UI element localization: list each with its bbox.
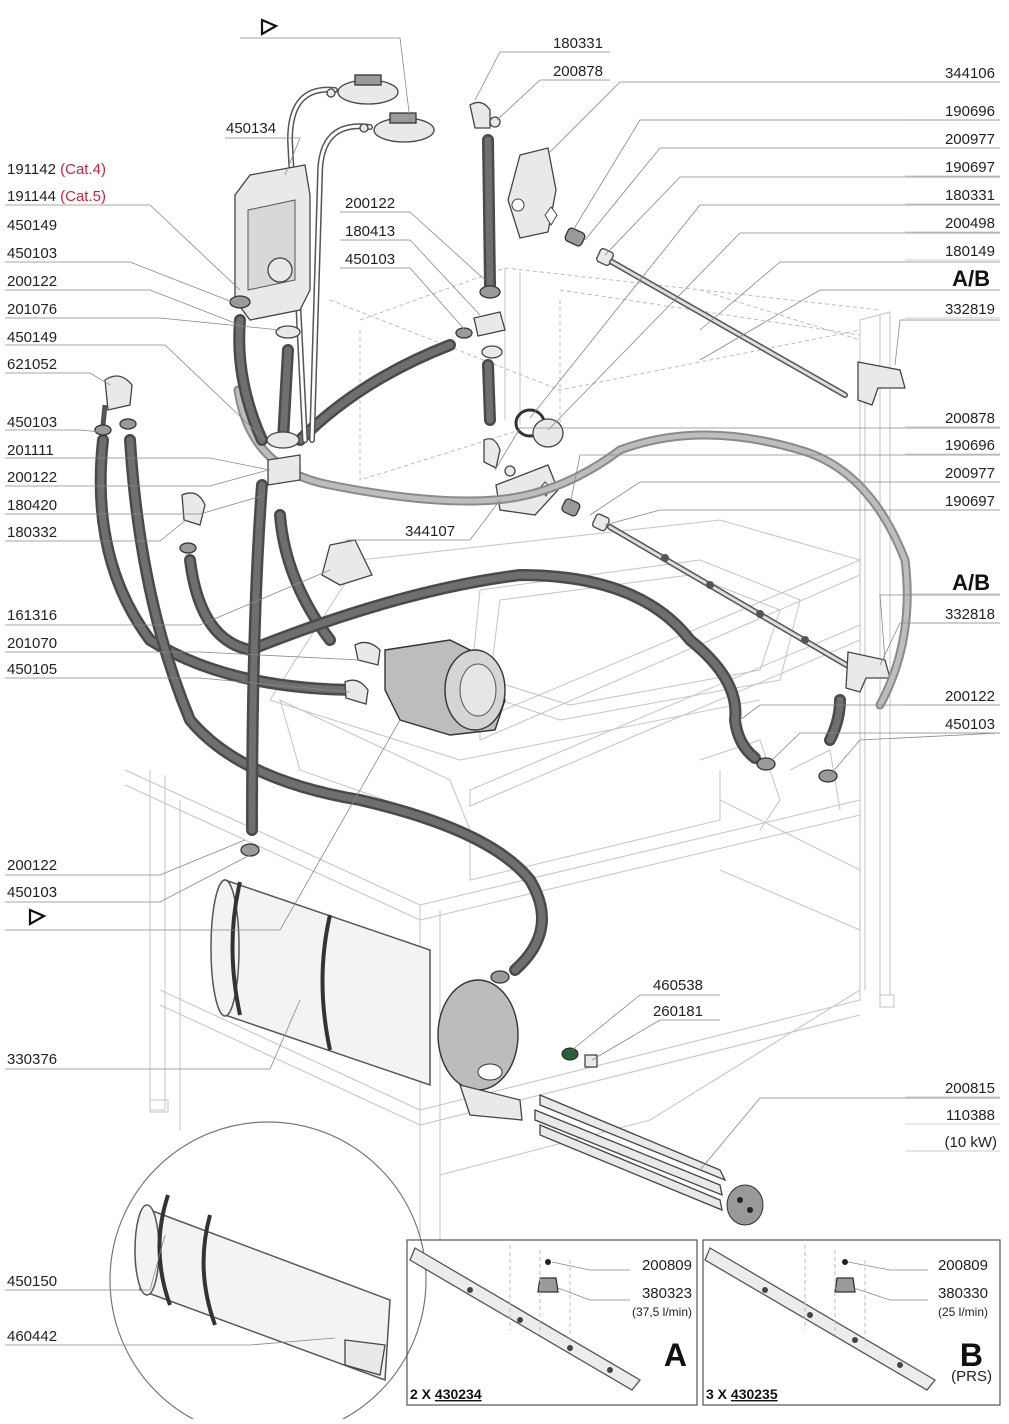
label-lbl-330376: 330376 — [7, 1051, 57, 1068]
label-b-200809: 200809 — [938, 1257, 988, 1274]
label-lbl-190697b: 190697 — [945, 493, 995, 510]
sensor-621052 — [104, 375, 133, 411]
label-lbl-200122d: 200122 — [345, 195, 395, 212]
label-lbl-450134: 450134 — [226, 120, 276, 137]
elbow-180332 — [181, 492, 206, 526]
label-lbl-ab2: A/B — [952, 570, 990, 595]
label-lbl-460442: 460442 — [7, 1328, 57, 1345]
label-lbl-190696a: 190696 — [945, 103, 995, 120]
tee-180413 — [473, 311, 506, 337]
label-lbl-180331b: 180331 — [945, 187, 995, 204]
inset-b-letter: B — [960, 1337, 983, 1373]
label-lbl-344106: 344106 — [945, 65, 995, 82]
label-a-380323: 380323 — [642, 1285, 692, 1302]
label-b-380330: 380330 — [938, 1285, 988, 1302]
label-lbl-110388: 110388 — [946, 1107, 995, 1124]
label-lbl-ab1: A/B — [952, 266, 990, 291]
label-b-flow: (25 l/min) — [938, 1305, 988, 1319]
boiler-330376 — [210, 878, 523, 1121]
parts — [94, 74, 838, 1226]
label-a-flow: (37,5 l/min) — [632, 1305, 692, 1319]
label-lbl-180149: 180149 — [945, 243, 995, 260]
reference-marker-left — [28, 908, 47, 926]
reference-marker-top — [260, 18, 279, 36]
elbow-180331 — [469, 101, 491, 129]
heating-element-200815 — [534, 1094, 764, 1226]
detail-circle — [109, 1121, 427, 1424]
label-lbl-450103e: 450103 — [945, 716, 995, 733]
tee-201111 — [267, 454, 301, 486]
label-a-200809: 200809 — [642, 1257, 692, 1274]
machine-feet — [149, 994, 895, 1113]
label-lbl-201076: 201076 — [7, 301, 57, 318]
label-lbl-180413: 180413 — [345, 223, 395, 240]
label-lbl-450103d: 450103 — [345, 251, 395, 268]
label-lbl-200977a: 200977 — [945, 131, 995, 148]
label-lbl-191144: 191144 (Cat.5) — [7, 188, 106, 205]
inset-b-part: 430235 — [731, 1386, 778, 1402]
label-lbl-332818: 332818 — [945, 606, 995, 623]
label-lbl-260181: 260181 — [653, 1003, 703, 1020]
inset-a-qty: 2 X 430234 — [410, 1386, 482, 1402]
label-lbl-450103a: 450103 — [7, 245, 57, 262]
label-lbl-450149a: 450149 — [7, 217, 57, 234]
label-lbl-344107: 344107 — [405, 523, 455, 540]
inset-panel-a — [406, 1239, 698, 1406]
bracket-161316 — [321, 539, 373, 586]
label-lbl-450103b: 450103 — [7, 414, 57, 431]
label-note-lbl-191144: (Cat.5) — [56, 188, 106, 205]
label-lbl-332819: 332819 — [945, 301, 995, 318]
hoses — [94, 134, 912, 976]
label-lbl-200122c: 200122 — [7, 857, 57, 874]
label-lbl-201111: 201111 — [7, 442, 54, 459]
label-lbl-190697a: 190697 — [945, 159, 995, 176]
label-lbl-180332: 180332 — [7, 524, 57, 541]
label-lbl-200815: 200815 — [945, 1080, 995, 1097]
label-lbl-10kw: (10 kW) — [945, 1134, 998, 1151]
label-lbl-450149b: 450149 — [7, 329, 57, 346]
nut-190696 — [564, 227, 586, 247]
part-labels: 191142 (Cat.4) 191144 (Cat.5) 450149 450103… — [7, 35, 1000, 1402]
leader-lines — [5, 37, 1001, 1346]
inset-panel-b — [702, 1239, 1001, 1406]
label-lbl-200878b: 200878 — [945, 410, 995, 427]
label-lbl-450103c: 450103 — [7, 884, 57, 901]
label-lbl-621052: 621052 — [7, 356, 57, 373]
label-lbl-460538: 460538 — [653, 977, 703, 994]
inset-b-qty: 3 X 430235 — [706, 1386, 778, 1402]
inset-a-letter: A — [664, 1337, 687, 1373]
label-lbl-200878a: 200878 — [553, 63, 603, 80]
label-lbl-180331a: 180331 — [553, 35, 603, 52]
pump-motor — [344, 639, 506, 736]
inset-a-part: 430234 — [435, 1386, 482, 1402]
label-lbl-200498: 200498 — [945, 215, 995, 232]
label-lbl-450150: 450150 — [7, 1273, 57, 1290]
label-lbl-200977b: 200977 — [945, 465, 995, 482]
label-note-lbl-191142: (Cat.4) — [56, 161, 106, 178]
label-lbl-190696b: 190696 — [945, 437, 995, 454]
bracket-344106 — [507, 147, 557, 239]
upper-wash-arm-assembly — [507, 147, 906, 406]
label-lbl-191142: 191142 (Cat.4) — [7, 161, 106, 178]
label-lbl-161316: 161316 — [7, 607, 57, 624]
inset-b-note: (PRS) — [951, 1368, 992, 1385]
label-lbl-450105: 450105 — [7, 661, 57, 678]
label-lbl-200122b: 200122 — [7, 469, 57, 486]
bracket-332819 — [857, 361, 906, 406]
label-lbl-200122a: 200122 — [7, 273, 57, 290]
label-lbl-180420: 180420 — [7, 497, 57, 514]
label-lbl-200122e: 200122 — [945, 688, 995, 705]
label-lbl-201070: 201070 — [7, 635, 57, 652]
